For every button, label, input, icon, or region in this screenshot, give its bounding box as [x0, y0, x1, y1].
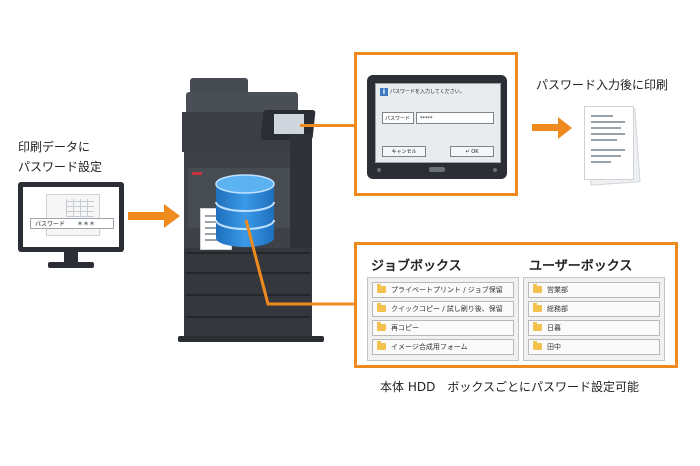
ok-check-icon: ↵ [465, 149, 472, 155]
job-box-item-label: クイックコピー / 試し刷り後、保留 [391, 305, 503, 313]
password-field[interactable]: ***** [416, 112, 494, 124]
user-box-item-label: 総務部 [547, 305, 568, 313]
user-box-item[interactable]: 営業部 [528, 282, 660, 298]
bottom-caption: 本体 HDD ボックスごとにパスワード設定可能 [380, 380, 639, 394]
folder-icon [377, 341, 386, 350]
user-box-item-label: 田中 [547, 343, 561, 351]
job-box-item-label: 再コピー [391, 324, 419, 332]
folder-icon [377, 284, 386, 293]
monitor-password-mask: ＊＊＊ [76, 221, 95, 228]
print-data-label-line1: 印刷データに [18, 140, 91, 154]
database-icon [215, 174, 275, 247]
password-prompt: パスワードを入力してください。 [390, 89, 465, 95]
user-box-item-label: 営業部 [547, 286, 568, 294]
connector-line-bottom [244, 219, 356, 306]
monitor-password-label: パスワード [35, 221, 66, 228]
ok-button[interactable]: ↵ OK [450, 146, 494, 157]
user-box-list: 営業部 総務部 日暮 田中 [523, 277, 665, 361]
touchscreen-callout: i パスワードを入力してください。 パスワード ***** キャンセル ↵ OK [354, 52, 518, 196]
cancel-button[interactable]: キャンセル [382, 146, 426, 157]
job-box-list: プライベートプリント / ジョブ保留 クイックコピー / 試し刷り後、保留 再コ… [367, 277, 519, 361]
job-box-item-label: プライベートプリント / ジョブ保留 [391, 286, 503, 294]
box-callout: ジョブボックス ユーザーボックス プライベートプリント / ジョブ保留 クイック… [354, 242, 678, 368]
touchscreen-device: i パスワードを入力してください。 パスワード ***** キャンセル ↵ OK [367, 75, 507, 179]
folder-icon [533, 341, 542, 350]
user-box-title: ユーザーボックス [529, 259, 633, 274]
printed-document-icon [582, 104, 641, 186]
arrow-to-print [532, 124, 560, 131]
job-box-item[interactable]: 再コピー [372, 320, 514, 336]
print-data-label-line2: パスワード設定 [18, 160, 103, 174]
connector-line-top [300, 124, 354, 127]
folder-icon [533, 303, 542, 312]
user-box-item-label: 日暮 [547, 324, 561, 332]
job-box-item[interactable]: クイックコピー / 試し刷り後、保留 [372, 301, 514, 317]
info-icon: i [380, 88, 388, 96]
ok-label: OK [471, 149, 479, 155]
home-button[interactable] [429, 167, 445, 172]
folder-icon [377, 303, 386, 312]
folder-icon [377, 322, 386, 331]
user-box-item[interactable]: 日暮 [528, 320, 660, 336]
monitor-icon: パスワード ＊＊＊ [18, 182, 124, 272]
user-box-item[interactable]: 総務部 [528, 301, 660, 317]
user-box-item[interactable]: 田中 [528, 339, 660, 355]
folder-icon [533, 284, 542, 293]
monitor-password-bar: パスワード ＊＊＊ [30, 218, 114, 229]
print-after-password-label: パスワード入力後に印刷 [536, 78, 669, 92]
job-box-item[interactable]: プライベートプリント / ジョブ保留 [372, 282, 514, 298]
password-field-label[interactable]: パスワード [382, 112, 414, 124]
arrow-to-printer [128, 212, 166, 220]
job-box-item-label: イメージ合成用フォーム [391, 343, 468, 351]
job-box-item[interactable]: イメージ合成用フォーム [372, 339, 514, 355]
job-box-title: ジョブボックス [371, 259, 462, 274]
folder-icon [533, 322, 542, 331]
